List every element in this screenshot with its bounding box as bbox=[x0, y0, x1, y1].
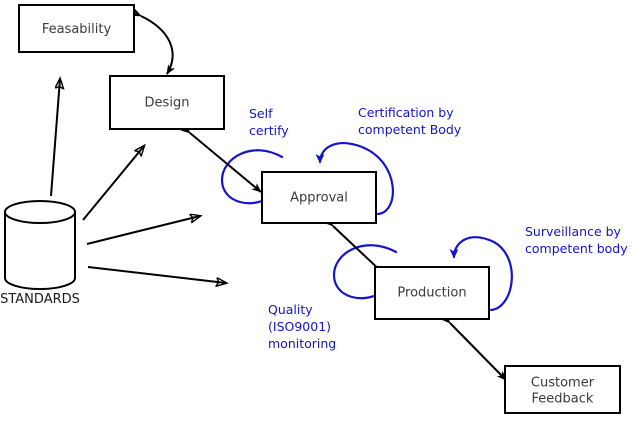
surveillance-loop bbox=[449, 236, 513, 312]
certification-line1: Certification by bbox=[358, 105, 454, 120]
surveillance-line1: Surveillance by bbox=[525, 224, 622, 239]
node-approval[interactable]: Approval bbox=[261, 171, 377, 224]
node-feasability[interactable]: Feasability bbox=[18, 4, 135, 53]
approval-label: Approval bbox=[290, 191, 348, 206]
customer-feedback-label-line2: Feedback bbox=[532, 392, 594, 407]
certification-loop bbox=[315, 142, 394, 216]
customer-feedback-label-line1: Customer bbox=[531, 376, 595, 391]
certification-line2: competent Body bbox=[358, 122, 462, 137]
annotation-self-certify: Self certify bbox=[249, 106, 289, 138]
self-certify-line1: Self bbox=[249, 106, 273, 121]
production-box[interactable] bbox=[374, 266, 490, 320]
design-label: Design bbox=[145, 96, 190, 111]
quality-line1: Quality bbox=[268, 302, 313, 317]
self-certify-line2: certify bbox=[249, 123, 289, 138]
standards-design-arrow bbox=[82, 146, 144, 221]
node-production[interactable]: Production bbox=[374, 266, 490, 320]
quality-line3: monitoring bbox=[268, 336, 336, 351]
annotation-quality: Quality (ISO9001) monitoring bbox=[268, 302, 336, 351]
quality-line2: (ISO9001) bbox=[268, 319, 331, 334]
standards-cylinder-body[interactable] bbox=[4, 211, 76, 290]
standards-production-arrow bbox=[87, 266, 226, 283]
approval-box[interactable] bbox=[261, 171, 377, 224]
node-customer-feedback[interactable]: Customer Feedback bbox=[504, 365, 621, 414]
connection-feasability-design bbox=[131, 8, 176, 75]
feasability-design-arrow bbox=[131, 8, 176, 75]
feasability-box[interactable] bbox=[18, 4, 135, 53]
annotation-certification: Certification by competent Body bbox=[358, 105, 462, 137]
production-label: Production bbox=[397, 286, 466, 301]
surveillance-line2: competent body bbox=[525, 241, 628, 256]
design-approval-arrow bbox=[180, 124, 262, 193]
connection-standards-approval bbox=[86, 216, 200, 245]
standards-cylinder-top bbox=[4, 200, 76, 224]
standards-label: STANDARDS bbox=[0, 292, 80, 307]
connection-production-customer bbox=[440, 313, 507, 381]
feasability-label: Feasability bbox=[42, 22, 112, 37]
design-box[interactable] bbox=[109, 75, 225, 130]
node-standards-store[interactable]: STANDARDS bbox=[0, 200, 80, 307]
surveillance-loop-arc bbox=[449, 236, 513, 312]
standards-approval-arrow bbox=[86, 216, 200, 245]
annotation-surveillance: Surveillance by competent body bbox=[525, 224, 628, 256]
connection-standards-feasability bbox=[50, 79, 60, 197]
standards-feasability-arrow bbox=[50, 79, 60, 197]
customer-feedback-box[interactable] bbox=[504, 365, 621, 414]
production-customer-arrow bbox=[440, 313, 507, 381]
connection-standards-design bbox=[82, 146, 144, 221]
connection-standards-production bbox=[87, 266, 226, 283]
certification-loop-arc bbox=[315, 142, 394, 216]
connection-design-approval bbox=[180, 124, 262, 193]
node-design[interactable]: Design bbox=[109, 75, 225, 130]
